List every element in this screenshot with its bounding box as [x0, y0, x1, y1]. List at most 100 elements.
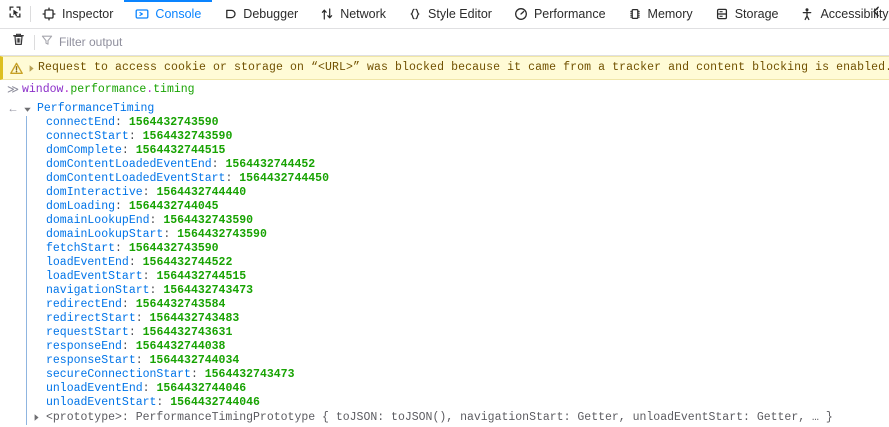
- property-colon: :: [135, 312, 150, 325]
- expr-dot-2: .: [146, 83, 154, 96]
- property-colon: :: [121, 298, 136, 311]
- memory-icon: [628, 7, 642, 21]
- property-row[interactable]: connectStart: 1564432743590: [27, 130, 885, 144]
- tab-debugger[interactable]: Debugger: [212, 0, 309, 28]
- property-value: 1564432744440: [156, 186, 247, 199]
- object-header[interactable]: PerformanceTiming: [22, 102, 885, 116]
- property-value: 1564432743590: [128, 242, 219, 255]
- property-key: domainLookupEnd: [46, 214, 150, 227]
- property-colon: :: [156, 396, 171, 409]
- object-collapse-twisty[interactable]: [22, 105, 33, 114]
- warning-expand-twisty[interactable]: [24, 64, 38, 73]
- property-value: 1564432743483: [149, 312, 240, 325]
- object-inspector: PerformanceTiming connectEnd: 1564432743…: [22, 102, 885, 425]
- property-row[interactable]: domContentLoadedEventStart: 156443274445…: [27, 172, 885, 186]
- property-row[interactable]: responseEnd: 1564432744038: [27, 340, 885, 354]
- console-message-warning[interactable]: Request to access cookie or storage on “…: [0, 56, 889, 80]
- result-marker-icon: ←: [9, 103, 17, 116]
- property-row[interactable]: responseStart: 1564432744034: [27, 354, 885, 368]
- tab-inspector-label: Inspector: [62, 6, 114, 21]
- tab-storage-label: Storage: [734, 6, 779, 21]
- property-row[interactable]: domInteractive: 1564432744440: [27, 186, 885, 200]
- filter-input[interactable]: Filter output: [41, 32, 885, 52]
- filterbar-divider: [34, 34, 35, 50]
- property-colon: :: [115, 116, 129, 129]
- property-row[interactable]: secureConnectionStart: 1564432743473: [27, 368, 885, 382]
- warning-triangle-icon: [9, 62, 24, 75]
- property-row[interactable]: unloadEventStart: 1564432744046: [27, 396, 885, 410]
- style-editor-icon: [408, 7, 422, 21]
- property-row[interactable]: fetchStart: 1564432743590: [27, 242, 885, 256]
- network-icon: [320, 7, 334, 21]
- tab-memory[interactable]: Memory: [617, 0, 704, 28]
- inspector-icon: [42, 7, 56, 21]
- property-value: 1564432743590: [128, 116, 219, 129]
- property-colon: :: [128, 326, 143, 339]
- expr-dot-1: .: [63, 83, 71, 96]
- property-colon: :: [149, 214, 164, 227]
- property-value: 1564432743584: [135, 298, 226, 311]
- property-row[interactable]: loadEventStart: 1564432744515: [27, 270, 885, 284]
- console-icon: [135, 7, 149, 21]
- property-row[interactable]: redirectStart: 1564432743483: [27, 312, 885, 326]
- property-value: 1564432744452: [225, 158, 316, 171]
- tab-inspector[interactable]: Inspector: [31, 0, 124, 28]
- tab-performance[interactable]: Performance: [503, 0, 617, 28]
- property-row[interactable]: domainLookupEnd: 1564432743590: [27, 214, 885, 228]
- property-row[interactable]: redirectEnd: 1564432743584: [27, 298, 885, 312]
- property-row[interactable]: unloadEventEnd: 1564432744046: [27, 382, 885, 396]
- tab-network[interactable]: Network: [309, 0, 397, 28]
- tab-debugger-label: Debugger: [243, 6, 299, 21]
- property-key: redirectStart: [46, 312, 136, 325]
- object-class-name: PerformanceTiming: [37, 102, 155, 115]
- property-row[interactable]: domContentLoadedEventEnd: 1564432744452: [27, 158, 885, 172]
- property-colon: :: [142, 382, 157, 395]
- property-colon: :: [121, 144, 136, 157]
- property-value: 1564432744515: [156, 270, 247, 283]
- property-value: 1564432744515: [135, 144, 226, 157]
- property-key: loadEventStart: [46, 270, 143, 283]
- element-picker-button[interactable]: [0, 0, 30, 28]
- property-row[interactable]: domainLookupStart: 1564432743590: [27, 228, 885, 242]
- debugger-icon: [223, 7, 237, 21]
- property-colon: :: [142, 186, 157, 199]
- property-key: responseEnd: [46, 340, 122, 353]
- property-key: secureConnectionStart: [46, 368, 191, 381]
- property-key: connectStart: [46, 130, 129, 143]
- property-row[interactable]: connectEnd: 1564432743590: [27, 116, 885, 130]
- input-marker-icon: ≫: [6, 84, 20, 97]
- prototype-text: <prototype>: PerformanceTimingPrototype …: [46, 411, 833, 424]
- clear-console-button[interactable]: [4, 31, 32, 53]
- prototype-expand-twisty[interactable]: [31, 413, 42, 422]
- property-row[interactable]: loadEventEnd: 1564432744522: [27, 256, 885, 270]
- property-key: requestStart: [46, 326, 129, 339]
- property-key: domComplete: [46, 144, 122, 157]
- property-row[interactable]: requestStart: 1564432743631: [27, 326, 885, 340]
- property-key: domainLookupStart: [46, 228, 164, 241]
- property-row[interactable]: domLoading: 1564432744045: [27, 200, 885, 214]
- devtools-toolbar: Inspector Console Debugger: [0, 0, 889, 29]
- property-colon: :: [163, 228, 178, 241]
- property-key: fetchStart: [46, 242, 116, 255]
- property-value: 1564432744522: [142, 256, 233, 269]
- property-row[interactable]: navigationStart: 1564432743473: [27, 284, 885, 298]
- tab-accessibility[interactable]: Accessibility: [789, 0, 889, 28]
- tab-storage[interactable]: Storage: [704, 0, 790, 28]
- property-colon: :: [142, 270, 157, 283]
- accessibility-icon: [800, 7, 814, 21]
- property-colon: :: [190, 368, 205, 381]
- property-key: unloadEventStart: [46, 396, 157, 409]
- property-value: 1564432744046: [170, 396, 260, 409]
- tab-accessibility-label: Accessibility: [820, 6, 889, 21]
- property-value: 1564432744046: [156, 382, 247, 395]
- toolbar-overflow-button[interactable]: [863, 0, 889, 28]
- property-key: navigationStart: [46, 284, 150, 297]
- tab-style-editor[interactable]: Style Editor: [397, 0, 503, 28]
- tab-console[interactable]: Console: [124, 0, 213, 28]
- property-colon: :: [149, 284, 164, 297]
- prototype-row[interactable]: <prototype>: PerformanceTimingPrototype …: [27, 410, 885, 425]
- property-row[interactable]: domComplete: 1564432744515: [27, 144, 885, 158]
- tab-style-editor-label: Style Editor: [428, 6, 492, 21]
- property-colon: :: [128, 130, 143, 143]
- console-result-message: ← PerformanceTiming connectEnd: 15644327…: [0, 101, 889, 427]
